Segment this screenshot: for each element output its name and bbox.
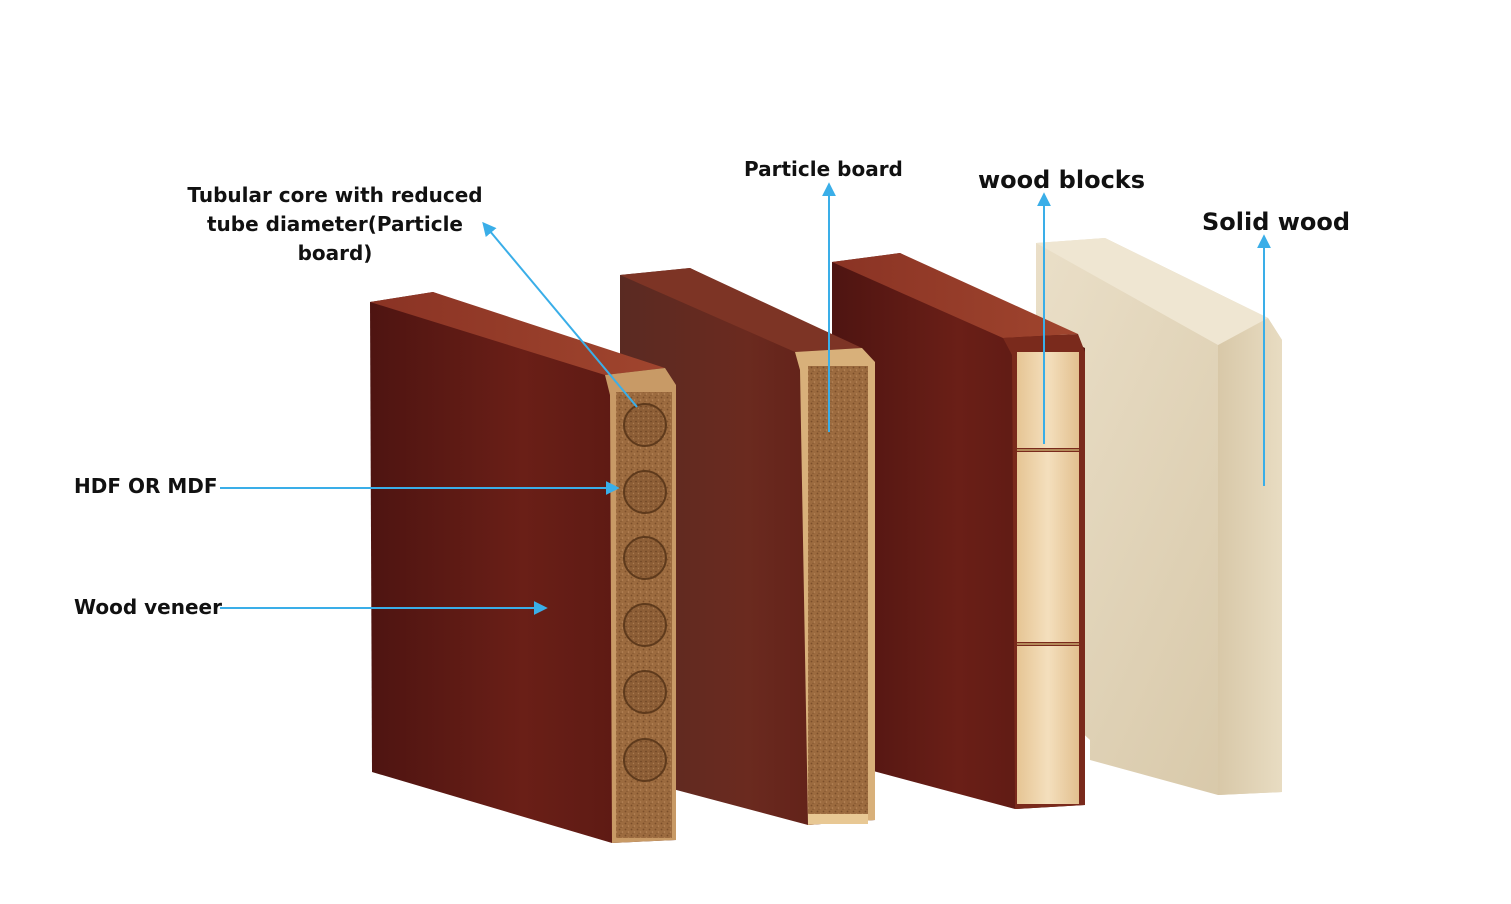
label-hdf-mdf: HDF OR MDF <box>74 474 218 498</box>
label-wood-blocks: wood blocks <box>978 166 1146 194</box>
arrow-tubular-core <box>482 221 638 408</box>
label-wood-veneer: Wood veneer <box>74 595 222 619</box>
label-particle-board: Particle board <box>744 157 903 181</box>
core-tubes <box>623 403 667 782</box>
panel-tubular-core <box>370 292 676 843</box>
panel-particle-board <box>620 268 875 825</box>
panel-solid-wood <box>1036 238 1282 795</box>
particle-core <box>808 366 868 816</box>
label-tubular-core: Tubular core with reduced tube diameter(… <box>187 183 483 265</box>
panel-wood-blocks <box>832 253 1085 809</box>
wood-block-2 <box>1017 452 1079 642</box>
wood-block-3 <box>1017 646 1079 804</box>
wood-block-1 <box>1017 352 1079 448</box>
label-solid-wood: Solid wood <box>1202 208 1351 236</box>
callout-arrows <box>220 182 1271 615</box>
